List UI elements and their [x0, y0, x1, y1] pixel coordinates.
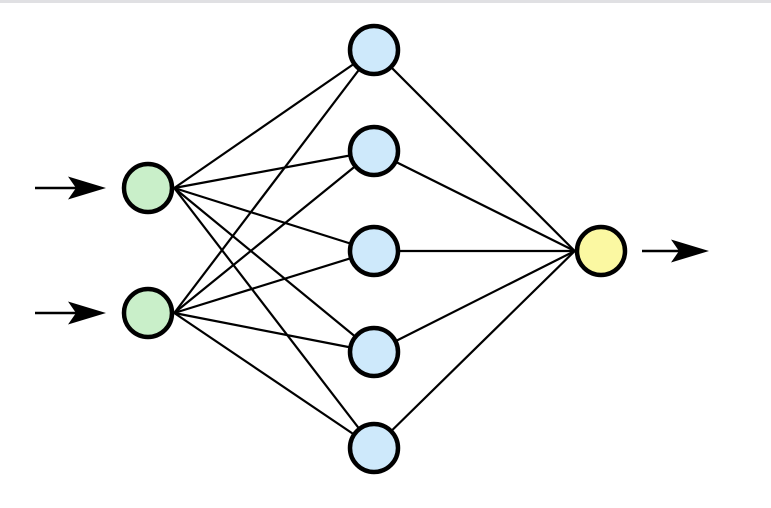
edge-in2-h5 — [173, 312, 375, 449]
edge-in1-h1 — [173, 49, 375, 189]
edge-in2-h2 — [173, 150, 375, 314]
input-node-1 — [121, 161, 175, 215]
edge-in2-h4 — [174, 311, 375, 354]
edge-in2-h1 — [173, 49, 375, 314]
output-node-1 — [574, 224, 628, 278]
edge-in2-h3 — [173, 249, 375, 315]
edge-h2-out1 — [373, 150, 576, 252]
edge-in1-h2 — [174, 149, 375, 190]
edge-h5-out1 — [373, 250, 576, 449]
input-node-2 — [121, 286, 175, 340]
edge-in1-h4 — [173, 187, 375, 353]
hidden-node-1 — [347, 23, 401, 77]
edge-in1-h5 — [173, 187, 375, 449]
hidden-node-3 — [347, 224, 401, 278]
hidden-node-4 — [347, 325, 401, 379]
edge-h1-out1 — [373, 49, 576, 252]
input-arrow-1-head — [68, 176, 106, 200]
top-window-border — [0, 0, 771, 3]
output-arrow-head — [671, 239, 709, 263]
edge-h4-out1 — [373, 250, 576, 353]
hidden-node-2 — [347, 124, 401, 178]
edge-in1-h3 — [173, 186, 375, 253]
input-arrow-2-head — [68, 301, 106, 325]
hidden-node-5 — [347, 421, 401, 475]
